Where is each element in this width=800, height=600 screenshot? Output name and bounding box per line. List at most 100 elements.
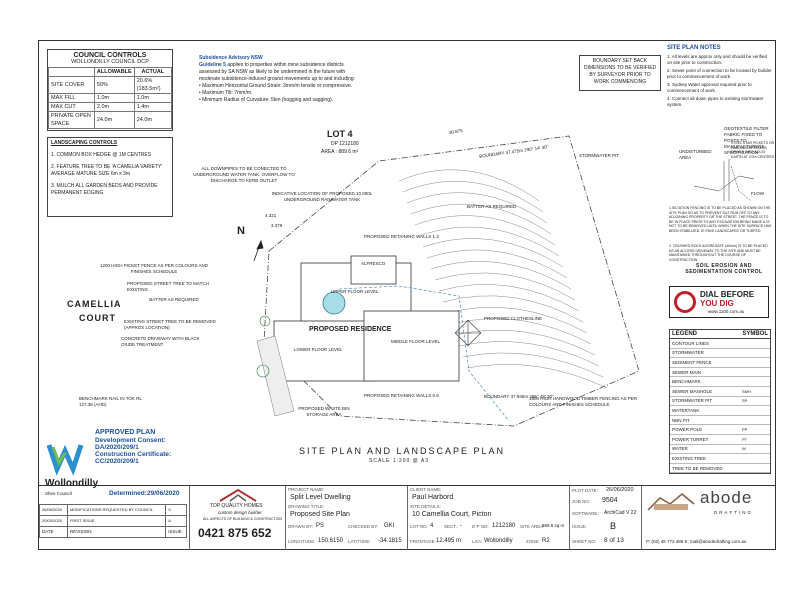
- waste-note: PROPOSED WASTE BIN STORAGE AREA: [298, 406, 350, 417]
- drawing-sheet: COUNCIL CONTROLS WOLLONDILLY COUNCIL DCP…: [38, 40, 776, 550]
- builder-tagline: custom design builder: [218, 510, 262, 515]
- determined-value: 29/06/2020: [147, 490, 180, 497]
- legend-item-name: STORMWATER PIT: [672, 398, 713, 404]
- council-controls-cell: PRIVATE OPEN SPACE: [48, 111, 95, 129]
- council-sub: Shire Council: [45, 491, 72, 496]
- dbyd-line-2: YOU DIG: [700, 299, 734, 308]
- longitude-value: 150.6150: [318, 538, 344, 544]
- sect-value: -: [460, 523, 462, 529]
- legend-row: CONTOUR LINES: [670, 339, 770, 349]
- determined-label: Determined:: [109, 490, 147, 497]
- abode-contact: P: (02) 46 772 489 E: mail@abodedrafting…: [646, 539, 747, 544]
- contour-line: [418, 226, 560, 257]
- retaining-top: PROPOSED RETAINING WALLS 1.3: [364, 234, 439, 239]
- street-tree-symbols: [256, 315, 271, 378]
- council-controls-subtitle: WOLLONDILLY COUNCIL DCP: [71, 59, 149, 65]
- client-info: CLIENT NAME: Paul Harbord SITE DETAILS: …: [407, 486, 570, 550]
- client-value: Paul Harbord: [412, 494, 454, 501]
- site-plan-notes-title: SITE PLAN NOTES: [667, 45, 721, 51]
- dbyd-url: www.1100.com.au: [708, 309, 745, 314]
- stormwater-line: [338, 285, 510, 422]
- legend-item-name: TREE TO BE REMOVED: [672, 465, 723, 471]
- site-note-4: 4. Connect all down pipes to existing st…: [667, 96, 764, 107]
- legend-item-name: WATERTANK: [672, 407, 700, 413]
- contour-line: [454, 329, 596, 356]
- builder-logo-icon: [219, 488, 257, 502]
- abode-block: abode DRAFTING P: (02) 46 772 489 E: mai…: [641, 486, 776, 550]
- contour-line: [434, 272, 576, 301]
- contour-line: [402, 181, 544, 213]
- street-tree-note: PROPOSED STREET TREE TO MATCH EXISTING: [127, 281, 209, 292]
- issue-value: B: [610, 521, 617, 531]
- zone-value: R2: [542, 538, 550, 544]
- alfresco-label: ALFRESCO: [361, 261, 386, 266]
- street-name-2: COURT: [79, 313, 116, 323]
- council-controls-cell: 24.0m: [93, 111, 135, 129]
- plot-date-value: 26/06/2020: [606, 487, 634, 493]
- contour-line: [446, 307, 588, 334]
- legend-header: LEGEND: [672, 331, 698, 337]
- site-note-1: 1. All levels are approx only and should…: [667, 54, 768, 65]
- legend-item-name: SEDIMENT FENCE: [672, 359, 712, 365]
- checked-label: CHECKED BY:: [348, 524, 379, 529]
- contour-line: [422, 238, 564, 268]
- legend-item-name: NBN PIT: [672, 417, 690, 423]
- landscaping-item-1: 1. COMMON BOX HEDGE @ 1M CENTRES: [51, 152, 152, 158]
- revision-header: REVISION: [66, 526, 167, 538]
- issue-label: ISSUE:: [572, 524, 587, 529]
- latitude-label: LATITUDE:: [348, 539, 371, 544]
- revision-date: 20/03/2020: [39, 515, 68, 527]
- lga-value: Wollondilly: [484, 538, 513, 544]
- north-arrow-icon: [253, 239, 264, 262]
- clothesline-symbol: [454, 319, 482, 347]
- drawing-value: Proposed Site Plan: [290, 511, 350, 518]
- council-controls-table: COUNCIL CONTROLS WOLLONDILLY COUNCIL DCP…: [47, 49, 173, 131]
- project-value: Split Level Dwelling: [290, 494, 351, 501]
- upper-floor-label: UPPER FLOOR LEVEL: [331, 289, 379, 294]
- main-title: SITE PLAN AND LANDSCAPE PLAN: [299, 446, 506, 456]
- cc-label: Construction Certificate:: [95, 451, 172, 458]
- site-plan-drawing: [253, 135, 755, 427]
- erosion-label-1: GEOTEXTILE FILTER FABRIC FIXED TO POSTS …: [724, 126, 769, 155]
- dp-label: DP 1212180: [331, 141, 359, 147]
- contour-line: [410, 203, 552, 235]
- cc-value: CC/2020/209/1: [95, 458, 139, 465]
- dim-2: 3.379: [271, 223, 283, 228]
- legend-row: WATERTANK: [670, 406, 770, 416]
- landscaping-controls: LANDSCAPING CONTROLS 1. COMMON BOX HEDGE…: [47, 137, 173, 217]
- boundary-setback-note: BOUNDARY SET BACK DIMENSIONS TO BE VERIF…: [579, 55, 661, 91]
- builder-name: TOP QUALITY HOMES: [210, 503, 263, 509]
- residence-label: PROPOSED RESIDENCE: [309, 326, 392, 333]
- area-label: AREA : 889.6 m²: [321, 149, 359, 155]
- contour-line: [406, 192, 548, 224]
- contour-line: [430, 261, 572, 290]
- sheet-no-label: SHEET NO:: [572, 539, 597, 544]
- contour-line: [438, 284, 580, 312]
- approval-stamp: APPROVED PLAN Development Consent: DA/20…: [45, 429, 185, 465]
- legend-item-name: CONTOUR LINES: [672, 340, 709, 346]
- symbol-header: SYMBOL: [742, 331, 768, 337]
- project-label: PROJECT NAME:: [288, 487, 325, 492]
- longitude-label: LONGITUDE:: [288, 539, 316, 544]
- builder-phone: 0421 875 652: [198, 526, 272, 540]
- subsidence-bullet-3: • Minimum Radius of Curvature: 5km (hogg…: [199, 97, 334, 103]
- revision-desc: FIRST ISSUE: [66, 515, 167, 527]
- zone-label: ZONE:: [526, 539, 540, 544]
- site-note-3: 3. Sydney Water approval required prior …: [667, 82, 752, 93]
- dp-no-label: D P NO:: [472, 524, 489, 529]
- site-area-value: 889.6 sq m: [542, 523, 565, 528]
- legend-item-name: BENCHMARK: [672, 379, 701, 385]
- sheet-no-value: 8 of 13: [604, 537, 624, 544]
- legend-item-name: SEWER MANHOLE: [672, 388, 713, 394]
- revision-header: DATE: [39, 526, 68, 538]
- site-area-label: SITE AREA:: [520, 524, 545, 529]
- legend-item-name: EXISTING TREE: [672, 455, 707, 461]
- subsidence-title: Subsidence Advisory NSW: [199, 55, 263, 61]
